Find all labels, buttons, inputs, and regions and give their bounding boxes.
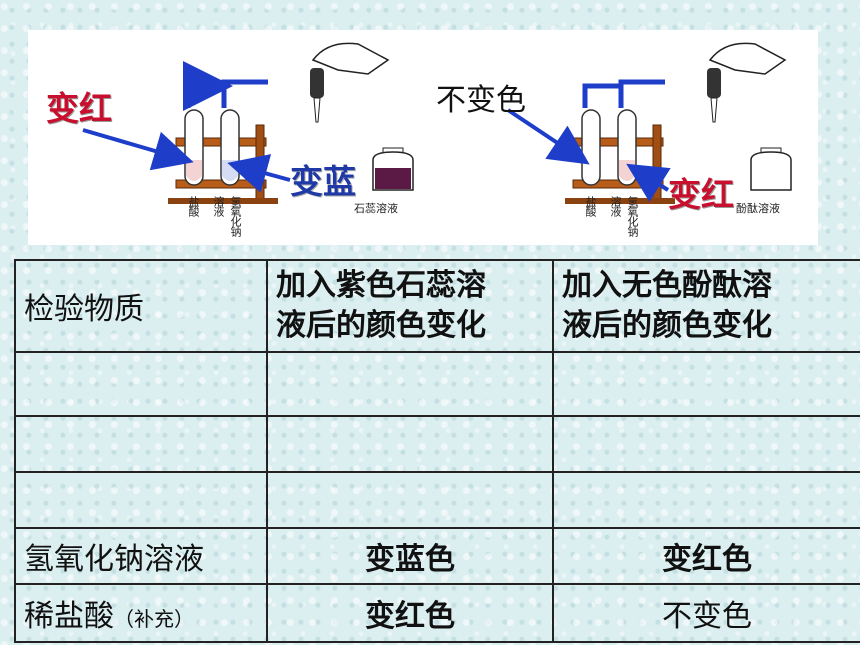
- cell-substance: 氢氧化钠溶液: [14, 527, 268, 585]
- left-label-blue: 变蓝: [290, 162, 356, 201]
- header-substance: 检验物质: [14, 259, 268, 353]
- left-arrow-red: [82, 128, 194, 171]
- cell-substance-name: 稀盐酸: [24, 599, 114, 634]
- cell-phenol: [552, 471, 860, 529]
- right-arrow-red: [626, 163, 671, 202]
- right-drop-arrow-2: [618, 79, 665, 108]
- header-litmus: 加入紫色石蕊溶 液后的颜色变化: [266, 259, 554, 353]
- litmus-bottle: [372, 147, 414, 191]
- right-tube1-label: 盐酸: [584, 196, 597, 216]
- results-table: 检验物质 加入紫色石蕊溶 液后的颜色变化 加入无色酚酞溶 液后的颜色变化 氢氧化…: [14, 259, 860, 643]
- header-phenol-line1: 加入无色酚酞溶: [562, 268, 772, 303]
- header-phenol-line2: 液后的颜色变化: [562, 308, 772, 343]
- cell-substance: [14, 351, 268, 417]
- left-arrow-blue: [227, 154, 291, 193]
- left-dropper-hand: [310, 42, 390, 123]
- header-litmus-line2: 液后的颜色变化: [276, 308, 486, 343]
- cell-substance: [14, 471, 268, 529]
- right-label-red: 变红: [668, 175, 734, 214]
- table-row: [14, 351, 860, 417]
- left-test-tube-2: [220, 109, 240, 186]
- header-phenol: 加入无色酚酞溶 液后的颜色变化: [552, 259, 860, 353]
- right-tube2-label: 溶液: [609, 196, 622, 216]
- right-drop-arrow-1: [582, 83, 620, 108]
- right-test-tube-1: [581, 109, 601, 186]
- header-litmus-line1: 加入紫色石蕊溶: [276, 268, 486, 303]
- table-header-row: 检验物质 加入紫色石蕊溶 液后的颜色变化 加入无色酚酞溶 液后的颜色变化: [14, 259, 860, 353]
- experiment-illustration: 变红 变蓝 盐酸 溶液 氢氧化钠 石蕊溶液 不变色 变红 盐酸 溶液 氢氧化钠 …: [28, 30, 818, 245]
- left-drop-arrow-2: [221, 79, 268, 108]
- left-tube3-label: 氢氧化钠: [229, 196, 242, 236]
- table-row: 稀盐酸（补充） 变红色 不变色: [14, 583, 860, 643]
- cell-phenol: 变红色: [552, 527, 860, 585]
- cell-substance: [14, 415, 268, 473]
- cell-litmus: 变蓝色: [266, 527, 554, 585]
- cell-phenol: [552, 351, 860, 417]
- cell-litmus: [266, 351, 554, 417]
- experiment-drawing: [82, 42, 792, 204]
- right-bottle-label: 酚酞溶液: [736, 202, 780, 215]
- cell-litmus: 变红色: [266, 583, 554, 643]
- right-dropper-hand: [707, 42, 787, 123]
- left-drop-arrow-1: [183, 61, 233, 111]
- left-tube2-label: 溶液: [212, 196, 225, 216]
- right-test-tube-2: [617, 109, 637, 186]
- right-tube3-label: 氢氧化钠: [626, 196, 639, 236]
- cell-phenol: 不变色: [552, 583, 860, 643]
- cell-phenol: [552, 415, 860, 473]
- phenolphthalein-bottle: [750, 147, 792, 191]
- left-bottle-label: 石蕊溶液: [354, 202, 398, 215]
- cell-substance: 稀盐酸（补充）: [14, 583, 268, 643]
- right-label-no-change: 不变色: [436, 83, 526, 118]
- table-row: [14, 415, 860, 473]
- left-test-tube-1: [184, 109, 204, 186]
- table-row: 氢氧化钠溶液 变蓝色 变红色: [14, 527, 860, 585]
- left-label-red: 变红: [46, 89, 112, 128]
- cell-litmus: [266, 471, 554, 529]
- cell-litmus: [266, 415, 554, 473]
- cell-substance-note: （补充）: [114, 607, 194, 631]
- right-arrow-no-change: [506, 108, 590, 165]
- left-tube1-label: 盐酸: [187, 196, 200, 216]
- table-row: [14, 471, 860, 529]
